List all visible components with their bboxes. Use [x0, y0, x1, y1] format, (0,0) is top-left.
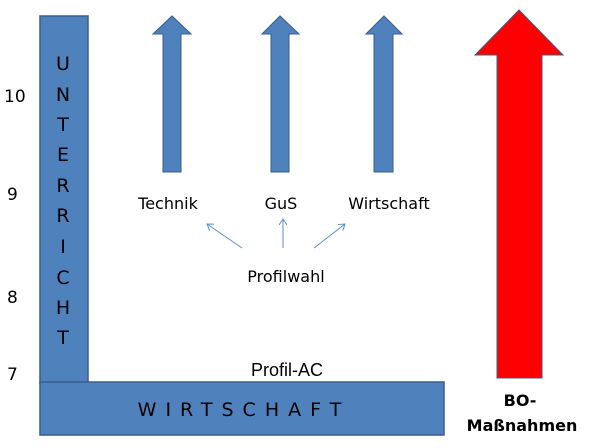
profile-technik: Technik: [137, 194, 198, 213]
wirtschaft-arrow-icon: [364, 15, 404, 173]
thin-arrow-icon: [207, 224, 243, 249]
unterricht-letter: C: [56, 267, 69, 289]
bo-arrow-icon: [473, 9, 565, 379]
unterricht-letter: U: [56, 53, 70, 75]
grade-10: 10: [4, 87, 26, 107]
profil-ac-label: Profil-AC: [251, 360, 323, 380]
grade-7: 7: [7, 365, 18, 385]
unterricht-letter: I: [60, 236, 66, 258]
unterricht-letter: E: [57, 144, 69, 166]
gus-arrow-icon: [260, 15, 301, 173]
profilwahl-label: Profilwahl: [247, 267, 324, 286]
unterricht-bar: [39, 15, 89, 384]
grade-8: 8: [7, 288, 18, 308]
profile-wirtschaft: Wirtschaft: [348, 194, 429, 213]
grade-9: 9: [7, 185, 18, 205]
unterricht-letter: H: [56, 297, 70, 319]
bo-label-line2: Maßnahmen: [467, 416, 578, 435]
unterricht-letter: R: [56, 205, 69, 227]
wirtschaft-bar-label: WIRTSCHAFT: [138, 399, 351, 421]
technik-arrow-icon: [151, 15, 193, 173]
unterricht-letter: T: [56, 114, 69, 136]
unterricht-letter: R: [56, 175, 69, 197]
unterricht-letter: N: [56, 84, 70, 106]
unterricht-label: U N T E R R I C H T: [56, 53, 70, 349]
bo-label-line1: BO-: [504, 391, 537, 410]
wirtschaft-bar: [39, 381, 445, 436]
thin-arrow-icon: [313, 224, 345, 249]
unterricht-letter: T: [56, 327, 69, 349]
profile-gus: GuS: [265, 194, 298, 213]
